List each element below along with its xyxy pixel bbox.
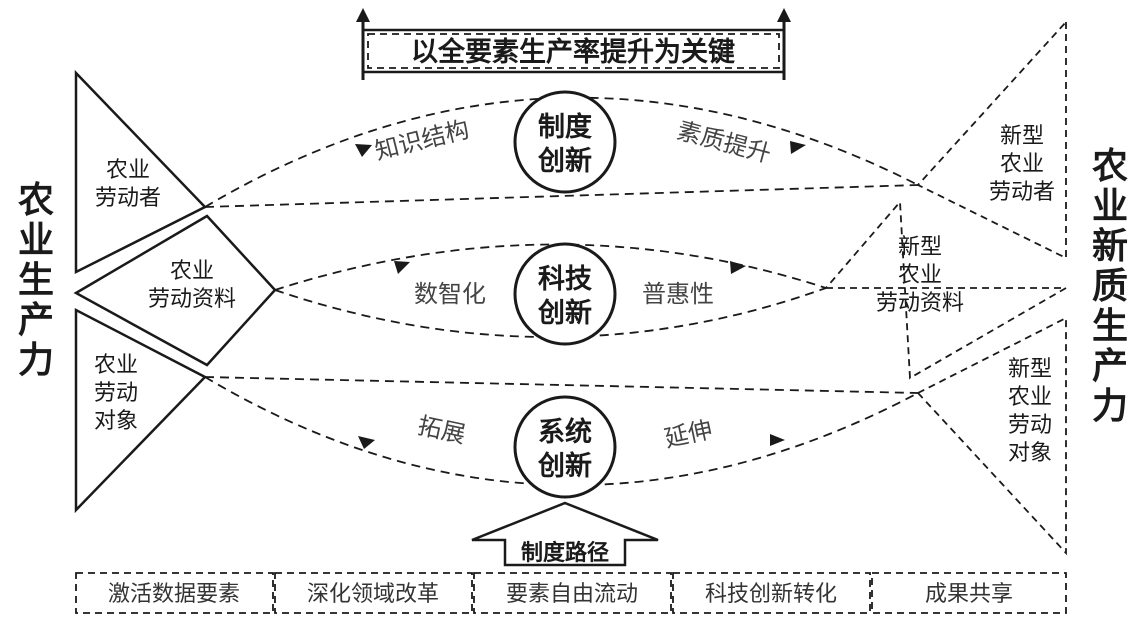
left-object-label: 农业 — [94, 353, 138, 378]
technological-innovation-circle — [513, 242, 617, 346]
system-innovation-circle — [513, 395, 617, 499]
middle-arc-bottom — [274, 287, 827, 338]
bottom-item-label: 要素自由流动 — [506, 582, 638, 607]
left-title-char: 业 — [18, 220, 54, 261]
arrow-icon — [358, 436, 375, 449]
left-object-label: 劳动 — [94, 381, 138, 406]
arrow-icon — [394, 261, 410, 274]
bottom-item-box — [473, 572, 672, 614]
left-title-char: 农 — [18, 180, 54, 221]
bottom-item-label: 激活数据要素 — [108, 582, 240, 607]
bottom-item-box — [75, 572, 274, 614]
right-shapes — [824, 19, 1070, 556]
left-means-label: 农业 — [170, 259, 214, 284]
circle-label: 科技 — [538, 264, 592, 295]
bottom-item-label: 深化领域改革 — [307, 582, 439, 607]
arrow-icon — [770, 434, 785, 446]
left-shapes — [73, 69, 277, 514]
banner: 以全要素生产率提升为关键 — [356, 8, 791, 80]
lower-arc-bottom — [204, 376, 919, 486]
right-means-shape — [824, 199, 1070, 380]
left-laborer-shape — [74, 69, 208, 275]
arrow-icon — [355, 144, 372, 157]
circle-label: 创新 — [537, 450, 592, 482]
institutional-innovation-circle — [513, 90, 617, 194]
bottom-item-label: 科技创新转化 — [705, 582, 837, 607]
left-object-shape — [74, 307, 208, 514]
path-arrow: 制度路径 — [471, 501, 659, 567]
up-arrow-icon — [777, 8, 791, 22]
right-title-char: 产 — [1092, 346, 1128, 387]
arrow-icon — [730, 261, 746, 274]
flow-label-inclusive: 普惠性 — [642, 280, 714, 308]
lower-arc-top — [204, 376, 919, 394]
right-object-label: 农业 — [1008, 385, 1052, 410]
flow-lines — [204, 96, 919, 486]
right-means-label: 农业 — [898, 263, 942, 288]
bottom-item-box — [871, 572, 1067, 614]
circle-label: 创新 — [537, 145, 592, 177]
middle-arc-top — [274, 243, 827, 291]
left-means-label: 劳动资料 — [148, 287, 236, 312]
right-laborer-shape — [916, 19, 1067, 260]
right-object-label: 对象 — [1008, 441, 1052, 466]
flow-label-digital: 数智化 — [414, 280, 486, 308]
left-title-char: 生 — [18, 260, 54, 301]
flow-label-quality: 素质提升 — [674, 116, 774, 168]
up-arrow-icon — [356, 8, 370, 22]
banner-label: 以全要素生产率提升为关键 — [411, 36, 735, 68]
right-title-char: 农 — [1092, 146, 1128, 187]
left-laborer-label: 农业 — [106, 158, 150, 183]
right-laborer-label: 新型 — [1000, 124, 1044, 149]
left-title-char: 力 — [18, 340, 54, 381]
left-object-label: 对象 — [94, 409, 138, 434]
left-laborer-label: 劳动者 — [95, 186, 161, 211]
flow-label-extension: 延伸 — [662, 415, 715, 452]
arrow-icon — [790, 141, 806, 154]
circle-label: 制度 — [538, 111, 592, 143]
right-title-char: 质 — [1092, 266, 1128, 307]
right-title-char: 力 — [1092, 386, 1128, 427]
right-title-char: 生 — [1092, 306, 1128, 347]
bottom-row: 激活数据要素 深化领域改革 要素自由流动 科技创新转化 成果共享 — [75, 572, 1067, 614]
path-arrow-shape — [471, 501, 659, 567]
right-laborer-label: 劳动者 — [989, 180, 1055, 205]
banner-dashed-box — [367, 33, 780, 69]
bottom-item-box — [672, 572, 871, 614]
right-laborer-label: 农业 — [1000, 152, 1044, 177]
right-object-label: 新型 — [1008, 357, 1052, 382]
bottom-item-box — [274, 572, 473, 614]
bottom-item-label: 成果共享 — [925, 582, 1013, 607]
path-label: 制度路径 — [521, 540, 609, 566]
right-means-label: 新型 — [898, 235, 942, 260]
circle-label: 创新 — [537, 297, 592, 329]
right-title-char: 业 — [1092, 186, 1128, 227]
flow-arrows — [355, 141, 806, 449]
left-title-char: 产 — [18, 300, 54, 341]
right-object-shape — [916, 316, 1067, 556]
right-object-label: 劳动 — [1008, 413, 1052, 438]
flow-label-expansion: 拓展 — [415, 411, 468, 448]
left-means-shape — [73, 214, 277, 367]
circle-label: 系统 — [538, 416, 592, 448]
upper-arc-top — [204, 96, 919, 208]
flow-label-knowledge: 知识结构 — [372, 115, 472, 165]
right-title-char: 新 — [1092, 226, 1128, 267]
right-means-label: 劳动资料 — [876, 291, 964, 316]
